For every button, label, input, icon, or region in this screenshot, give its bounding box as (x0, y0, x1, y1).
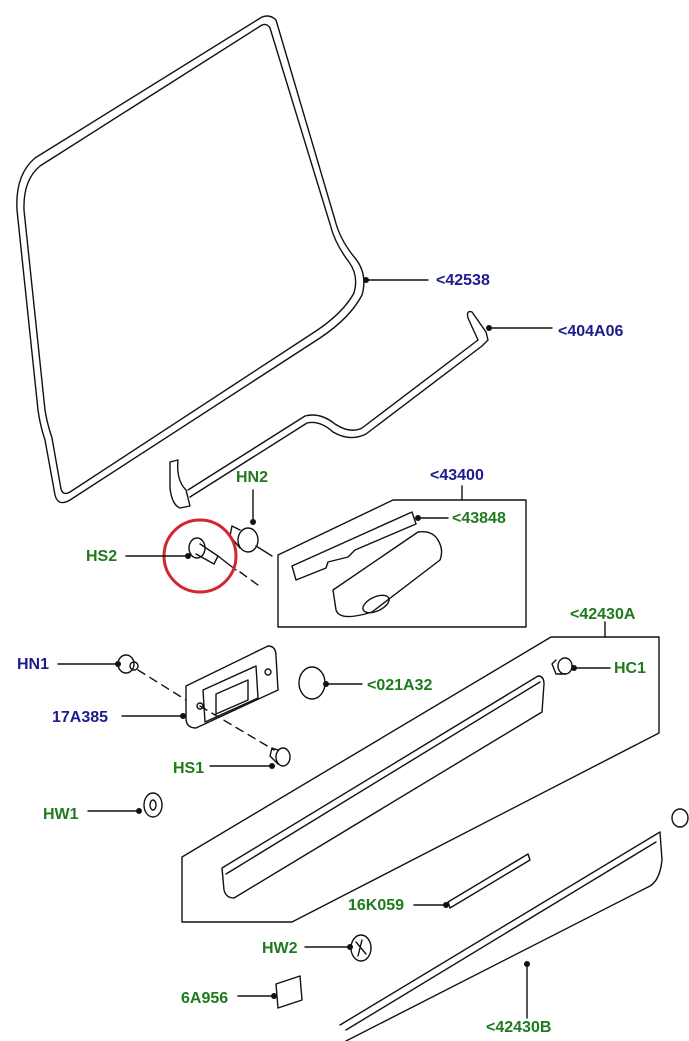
label-17a385: 17A385 (52, 709, 109, 726)
label-43848: <43848 (452, 510, 506, 527)
washer-hw2-part (350, 934, 372, 962)
label-hc1: HC1 (614, 660, 647, 677)
cover-part (298, 666, 326, 700)
handle-assembly-box (277, 485, 527, 628)
screw-hs2-part (188, 537, 237, 571)
label-42430a: <42430A (570, 606, 636, 623)
label-42538: <42538 (436, 272, 490, 289)
screw-hs1-part (269, 747, 291, 767)
label-43400: <43400 (430, 467, 484, 484)
label-hs1: HS1 (173, 760, 205, 777)
label-hn1: HN1 (17, 656, 50, 673)
release-rod-part (169, 310, 489, 509)
label-404a06: <404A06 (558, 323, 624, 340)
clip-part (671, 808, 689, 828)
washer-hw1-part (143, 792, 163, 818)
label-16k059: 16K059 (348, 897, 405, 914)
weatherstrip-seal-part (16, 15, 365, 504)
moulding-b-part (339, 831, 663, 1041)
label-021a32: <021A32 (367, 677, 433, 694)
pad-part (275, 975, 303, 1009)
label-hs2: HS2 (86, 548, 118, 565)
label-hw2: HW2 (262, 940, 298, 957)
bracket-part (185, 645, 279, 729)
moulding-a-box (181, 621, 660, 923)
label-42430b: <42430B (486, 1019, 552, 1036)
leader-lines (57, 279, 611, 1019)
label-hn2: HN2 (236, 469, 269, 486)
label-hw1: HW1 (43, 806, 79, 823)
strip-part (447, 853, 531, 909)
label-6a956: 6A956 (181, 990, 229, 1007)
nut-hn2-part (229, 525, 273, 557)
leader-dots (115, 277, 577, 999)
clip-hc1-part (551, 657, 573, 675)
